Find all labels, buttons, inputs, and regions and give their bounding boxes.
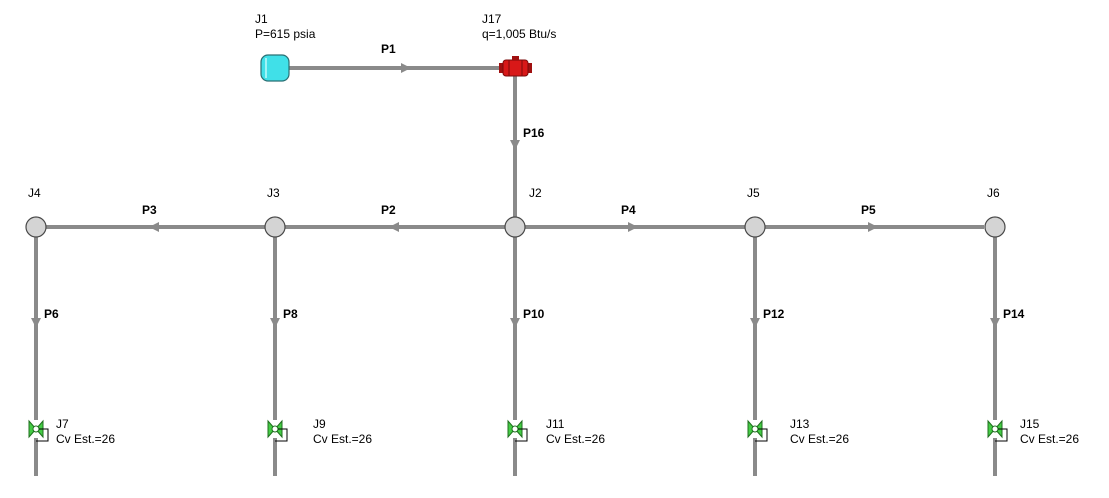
junction-info-j13: Cv Est.=26 [790,432,849,446]
pipe-p8[interactable] [270,237,280,476]
junction-j5[interactable]: J5 [744,186,766,238]
junction-j4[interactable]: J4 [25,186,47,238]
junction-info-j11: Cv Est.=26 [546,432,605,446]
pipe-p5[interactable] [765,222,984,232]
junction-j1[interactable]: J1 P=615 psia [255,12,316,82]
junction-j6[interactable]: J6 [984,186,1006,238]
heat-exchanger-icon [499,56,532,77]
junction-name-j3: J3 [267,186,280,200]
pipe-p2[interactable] [285,222,505,232]
pipe-p12[interactable] [750,237,760,476]
control-valve-icon [267,419,288,442]
junction-name-j17: J17 [482,12,502,26]
junction-name-j13: J13 [790,417,810,431]
junction-info-j17: q=1,005 Btu/s [482,27,556,41]
pipe-p6[interactable] [31,237,41,476]
control-valve-icon [28,419,49,442]
junction-name-j5: J5 [747,186,760,200]
pipe-p16[interactable] [510,76,520,217]
pipe-label-p1: P1 [381,42,396,56]
pipe-label-p2: P2 [381,203,396,217]
junction-j13[interactable]: J13 Cv Est.=26 [747,417,849,446]
reservoir-icon [260,54,290,82]
junction-j9[interactable]: J9 Cv Est.=26 [267,417,372,446]
junction-j11[interactable]: J11 Cv Est.=26 [507,417,605,446]
junction-name-j1: J1 [255,12,268,26]
junction-node-icon [25,216,47,238]
junction-j17[interactable]: J17 q=1,005 Btu/s [482,12,556,77]
pipe-label-p5: P5 [861,203,876,217]
junction-node-icon [984,216,1006,238]
junction-name-j15: J15 [1020,417,1040,431]
junction-j3[interactable]: J3 [264,186,286,238]
junction-name-j7: J7 [56,417,69,431]
junction-name-j4: J4 [28,186,41,200]
pipe-label-p8: P8 [283,307,298,321]
pipe-label-p3: P3 [142,203,157,217]
junction-node-icon [264,216,286,238]
junction-node-icon [504,216,526,238]
control-valve-icon [747,419,768,442]
pipe-label-p12: P12 [763,307,785,321]
pipe-label-p4: P4 [621,203,636,217]
junction-j7[interactable]: J7 Cv Est.=26 [28,417,115,446]
junction-j2[interactable]: J2 [504,186,542,238]
junction-j15[interactable]: J15 Cv Est.=26 [987,417,1079,446]
junction-info-j7: Cv Est.=26 [56,432,115,446]
control-valve-icon [987,419,1008,442]
junction-name-j11: J11 [546,417,565,431]
junction-name-j2: J2 [529,186,542,200]
junction-info-j9: Cv Est.=26 [313,432,372,446]
control-valve-icon [507,419,528,442]
pipe-label-p6: P6 [44,307,59,321]
junction-name-j9: J9 [313,417,326,431]
pipe-p3[interactable] [46,222,265,232]
pipe-label-p14: P14 [1003,307,1025,321]
pipe-label-p10: P10 [523,307,545,321]
junction-node-icon [744,216,766,238]
pipe-p4[interactable] [525,222,745,232]
pipe-p1[interactable] [289,63,503,73]
pipe-p10[interactable] [510,237,520,476]
pipe-label-p16: P16 [523,126,545,140]
junction-name-j6: J6 [987,186,1000,200]
pipe-p14[interactable] [990,237,1000,476]
junction-info-j15: Cv Est.=26 [1020,432,1079,446]
junction-info-j1: P=615 psia [255,27,316,41]
